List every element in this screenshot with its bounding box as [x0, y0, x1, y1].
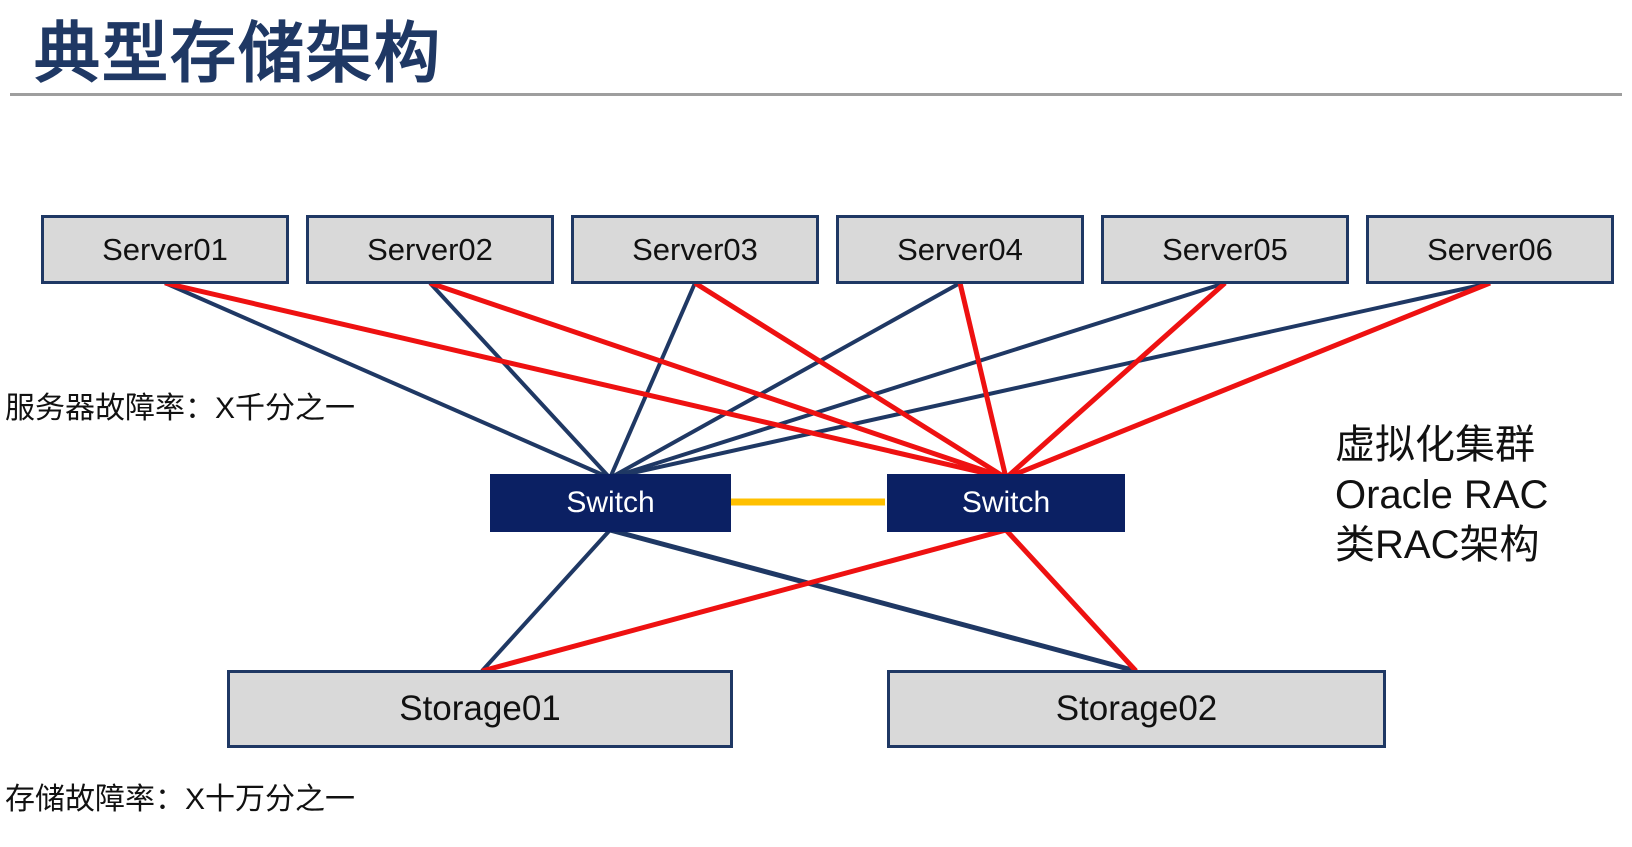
link-server4-switch1 [609, 281, 961, 480]
link-switch2-storage2 [1004, 528, 1138, 673]
link-switch1-storage1 [480, 528, 612, 673]
switch2-box: Switch [887, 474, 1125, 532]
link-server5-switch2 [1004, 281, 1227, 480]
storage02-box: Storage02 [887, 670, 1386, 748]
server02-box: Server02 [306, 215, 554, 284]
server01-box: Server01 [41, 215, 289, 284]
server-failure-rate-label: 服务器故障率：X千分之一 [5, 392, 356, 425]
cluster-note-line3: 类RAC架构 [1335, 523, 1540, 567]
switch1-box: Switch [490, 474, 731, 532]
link-server1-switch2 [164, 280, 1007, 481]
server04-box: Server04 [836, 215, 1084, 284]
cluster-note-line2: Oracle RAC [1335, 473, 1549, 517]
link-server2-switch1 [428, 281, 612, 480]
link-server2-switch2 [429, 280, 1007, 481]
storage01-box: Storage01 [227, 670, 733, 748]
cluster-note-line1: 虚拟化集群 [1335, 423, 1535, 467]
storage-failure-rate-label: 存储故障率：X十万分之一 [5, 783, 356, 816]
page-title: 典型存储架构 [34, 16, 442, 90]
link-server3-switch2 [693, 280, 1008, 481]
link-switch2-storage1 [481, 527, 1007, 674]
link-switch1-storage2 [609, 527, 1137, 674]
cluster-note: 虚拟化集群 Oracle RAC 类RAC架构 [1335, 420, 1548, 570]
server03-box: Server03 [571, 215, 819, 284]
title-divider [10, 93, 1622, 96]
server05-box: Server05 [1101, 215, 1349, 284]
server06-box: Server06 [1366, 215, 1614, 284]
link-server4-switch2 [957, 282, 1009, 479]
link-server3-switch1 [608, 282, 697, 479]
link-server1-switch1 [164, 281, 611, 480]
link-server5-switch1 [609, 281, 1226, 480]
